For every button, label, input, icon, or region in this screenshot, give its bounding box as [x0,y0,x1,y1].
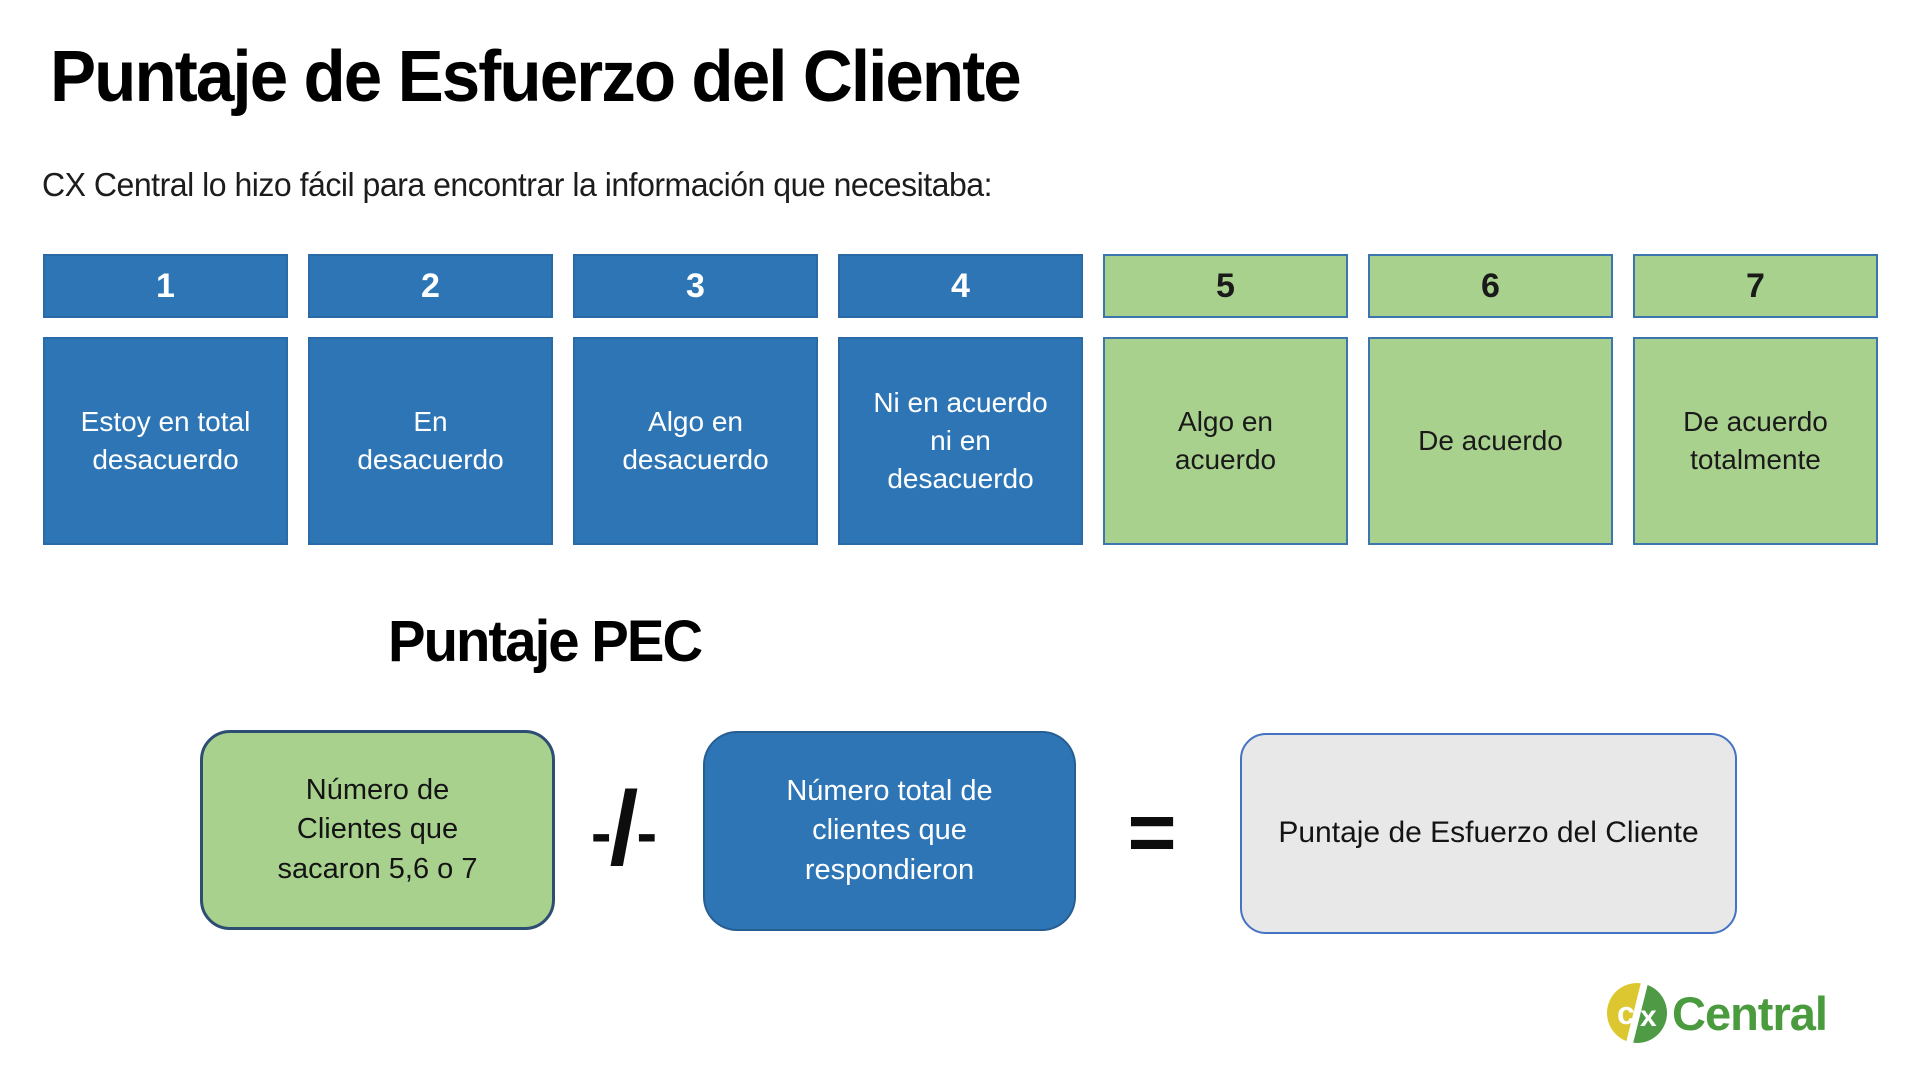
pec-section-heading: Puntaje PEC [388,609,703,674]
logo-letter-c: c [1617,995,1635,1031]
scale-label-text: En desacuerdo [357,406,504,475]
scale-header-3: 3 [573,254,818,318]
numerator-text: Número de Clientes que sacaron 5,6 o 7 [277,774,478,885]
scale-label-4: Ni en acuerdo ni en desacuerdo [838,337,1083,545]
denominator-text: Número total de clientes que respondiero… [786,775,993,886]
scale-label-2: En desacuerdo [308,337,553,545]
equals-sign: = [1127,784,1177,879]
result-text: Puntaje de Esfuerzo del Cliente [1278,816,1699,850]
cx-central-logo: c x Central [1604,980,1828,1046]
numerator-box: Número de Clientes que sacaron 5,6 o 7 [200,730,555,930]
scale-label-1: Estoy en total desacuerdo [43,337,288,545]
result-box: Puntaje de Esfuerzo del Cliente [1240,733,1737,934]
page-title: Puntaje de Esfuerzo del Cliente [50,37,1022,117]
denominator-box: Número total de clientes que respondiero… [703,731,1076,931]
scale-label-7: De acuerdo totalmente [1633,337,1878,545]
divide-operator: -/- [568,758,680,908]
slash-sign: / [609,770,639,887]
scale-header-5: 5 [1103,254,1348,318]
scale-label-text: Algo en acuerdo [1174,406,1277,475]
scale-label-5: Algo en acuerdo [1103,337,1348,545]
scale-label-text: De acuerdo [1418,425,1563,457]
logo-letter-x: x [1640,1000,1657,1033]
scale-header-7: 7 [1633,254,1878,318]
scale-label-text: De acuerdo totalmente [1683,406,1828,475]
scale-header-4: 4 [838,254,1083,318]
scale-header-2: 2 [308,254,553,318]
scale-grid: 1 2 3 4 5 6 7 Estoy en total desacuerdo … [43,254,1878,545]
minus-sign: - [636,798,658,868]
scale-header-1: 1 [43,254,288,318]
scale-label-text: Estoy en total desacuerdo [80,406,251,475]
scale-header-6: 6 [1368,254,1613,318]
scale-label-text: Ni en acuerdo ni en desacuerdo [873,387,1048,494]
minus-sign: - [590,798,612,868]
survey-question-text: CX Central lo hizo fácil para encontrar … [42,166,993,203]
scale-label-text: Algo en desacuerdo [622,406,769,475]
cx-central-logo-icon: c x [1607,980,1667,1046]
cx-central-logo-text: Central [1672,986,1828,1040]
scale-label-3: Algo en desacuerdo [573,337,818,545]
scale-label-6: De acuerdo [1368,337,1613,545]
